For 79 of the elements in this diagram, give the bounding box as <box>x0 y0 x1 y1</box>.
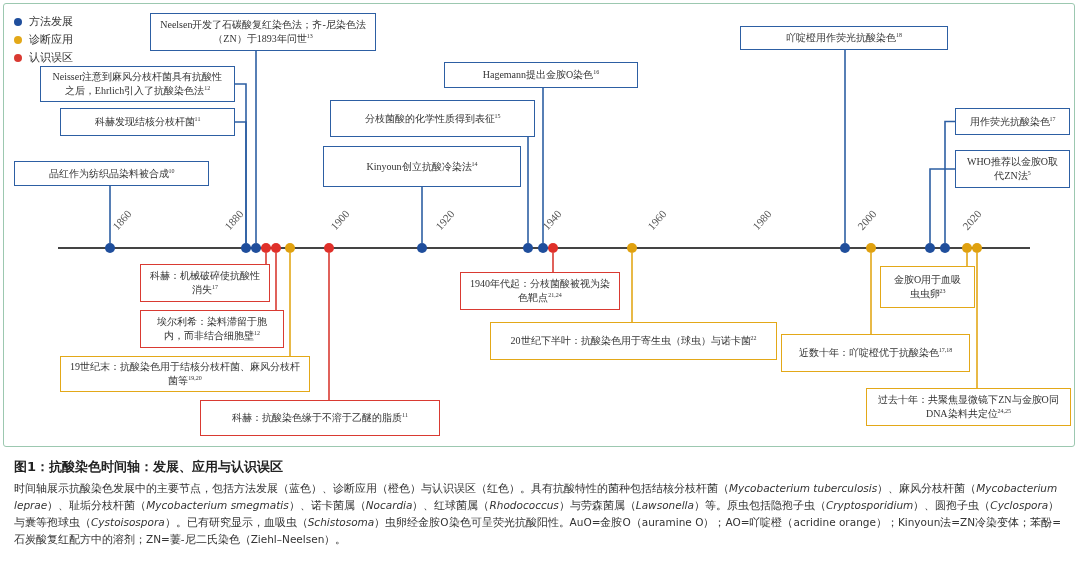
connector-line <box>265 252 267 265</box>
figure-caption: 时间轴展示抗酸染色发展中的主要节点，包括方法发展（蓝色）、诊断应用（橙色）与认识误区（红色）。具有抗酸特性的菌种包括结核分枝杆菌（Mycobacterium tuberculosis）、麻风分枝杆菌（Mycobacterium leprae）、耻垢分枝杆菌（Mycobacterium smegmatis）、诺卡菌属（Nocardia）、红球菌属（Rhodococcus）与劳森菌属（Lawsonella）等。原虫包括隐孢子虫（Cryptosporidium）、圆孢子虫（Cyclospora）与囊等孢球虫（Cystoisospora）。已有研究显示，血吸虫（Schistosoma）虫卵经金胺O染色可呈荧光抗酸阳性。AuO=金胺O（auramine O）；AO=吖啶橙（acridine orange）；Kinyoun法=ZN冷染变体；苯酚=石炭酸复红配方中的溶剂；ZN=萋-尼二氏染色（Ziehl–Neelsen）。 <box>14 481 1062 547</box>
event-text: 用作荧光抗酸染色$^{17}$ <box>969 114 1056 129</box>
timeline-dot <box>251 243 261 253</box>
timeline-dot <box>866 243 876 253</box>
timeline-dot <box>962 243 972 253</box>
event-box <box>323 146 521 187</box>
event-text: 分枝菌酸的化学性质得到表征$^{15}$ <box>364 111 501 126</box>
event-box <box>444 62 638 88</box>
event-box <box>200 400 440 436</box>
timeline-dot <box>324 243 334 253</box>
event-text: 20世纪下半叶：抗酸染色用于寄生虫（球虫）与诺卡菌$^{22}$ <box>510 334 757 348</box>
event-box <box>40 66 235 102</box>
event-box <box>150 13 376 51</box>
connector-line <box>844 49 846 244</box>
connector-line <box>929 168 956 244</box>
connector-line <box>966 252 968 267</box>
event-box <box>460 272 620 310</box>
timeline-dot <box>105 243 115 253</box>
connector-line <box>542 87 544 244</box>
timeline-dot <box>261 243 271 253</box>
event-text: 19世纪末：抗酸染色用于结核分枝杆菌、麻风分枝杆菌等$^{19,20}$ <box>69 360 301 388</box>
event-text: 科赫：机械破碎使抗酸性消失$^{17}$ <box>149 269 261 297</box>
event-box <box>14 161 209 186</box>
event-text: 科赫发现结核分枝杆菌$^{11}$ <box>94 115 201 129</box>
event-box <box>955 150 1070 188</box>
event-box <box>781 334 970 372</box>
connector-line <box>527 136 529 244</box>
connector-line <box>421 186 423 244</box>
connector-line <box>328 252 330 401</box>
event-text: Hagemann提出金胺O染色$^{16}$ <box>482 68 600 82</box>
legend-label: 方法发展 <box>29 14 73 29</box>
event-text: Kinyoun创立抗酸冷染法$^{14}$ <box>366 159 478 174</box>
timeline-dot <box>627 243 637 253</box>
connector-line <box>275 252 277 311</box>
event-box <box>330 100 535 137</box>
event-box <box>866 388 1071 426</box>
connector-line <box>109 185 111 244</box>
event-text: 1940年代起：分枝菌酸被视为染色靶点$^{21,24}$ <box>469 277 611 305</box>
connector-line <box>976 252 978 389</box>
timeline-dot <box>940 243 950 253</box>
connector-line <box>552 252 554 273</box>
connector-line <box>944 120 956 244</box>
event-box <box>60 356 310 392</box>
event-box <box>140 310 284 348</box>
connector-line <box>870 252 872 335</box>
legend-label: 认识误区 <box>29 50 73 65</box>
figure-title: 图1：抗酸染色时间轴：发展、应用与认识误区 <box>14 458 284 476</box>
connector-line <box>289 252 291 357</box>
connector-line <box>234 121 247 244</box>
event-text: 科赫：抗酸染色缘于不溶于乙醚的脂质$^{11}$ <box>232 411 408 425</box>
timeline-dot <box>538 243 548 253</box>
event-box <box>60 108 235 136</box>
timeline-dot <box>925 243 935 253</box>
timeline-dot <box>285 243 295 253</box>
timeline-dot <box>972 243 982 253</box>
event-text: 埃尔利希：染料滞留于胞内，而非结合细胞壁$^{12}$ <box>156 315 268 343</box>
event-text: 近数十年：吖啶橙优于抗酸染色$^{17,18}$ <box>798 346 953 360</box>
event-text: 过去十年：共聚焦显微镜下ZN与金胺O同DNA染料共定位$^{24,25}$ <box>877 393 1060 421</box>
timeline-dot <box>548 243 558 253</box>
event-box <box>955 108 1070 135</box>
event-text: 品红作为纺织品染料被合成$^{10}$ <box>48 166 175 181</box>
timeline-dot <box>840 243 850 253</box>
event-text: 金胺O用于血吸虫虫卵$^{23}$ <box>892 273 963 301</box>
legend-label: 诊断应用 <box>29 32 73 47</box>
timeline-dot <box>523 243 533 253</box>
event-box <box>880 266 975 308</box>
event-text: 吖啶橙用作荧光抗酸染色$^{18}$ <box>786 31 902 45</box>
event-text: Neisser注意到麻风分枝杆菌具有抗酸性之后，Ehrlich引入了抗酸染色法$^{12}$ <box>51 70 224 98</box>
connector-line <box>255 50 257 244</box>
event-box <box>140 264 270 302</box>
event-box <box>490 322 777 360</box>
event-text: Neelsen开发了石碳酸复红染色法；齐-尼染色法（ZN）于1893年问世$^{13}$ <box>159 18 367 46</box>
timeline-dot <box>271 243 281 253</box>
timeline-dot <box>241 243 251 253</box>
event-box <box>740 26 948 50</box>
connector-line <box>631 252 633 323</box>
event-text: WHO推荐以金胺O取代ZN法$^{5}$ <box>965 155 1060 183</box>
timeline-dot <box>417 243 427 253</box>
